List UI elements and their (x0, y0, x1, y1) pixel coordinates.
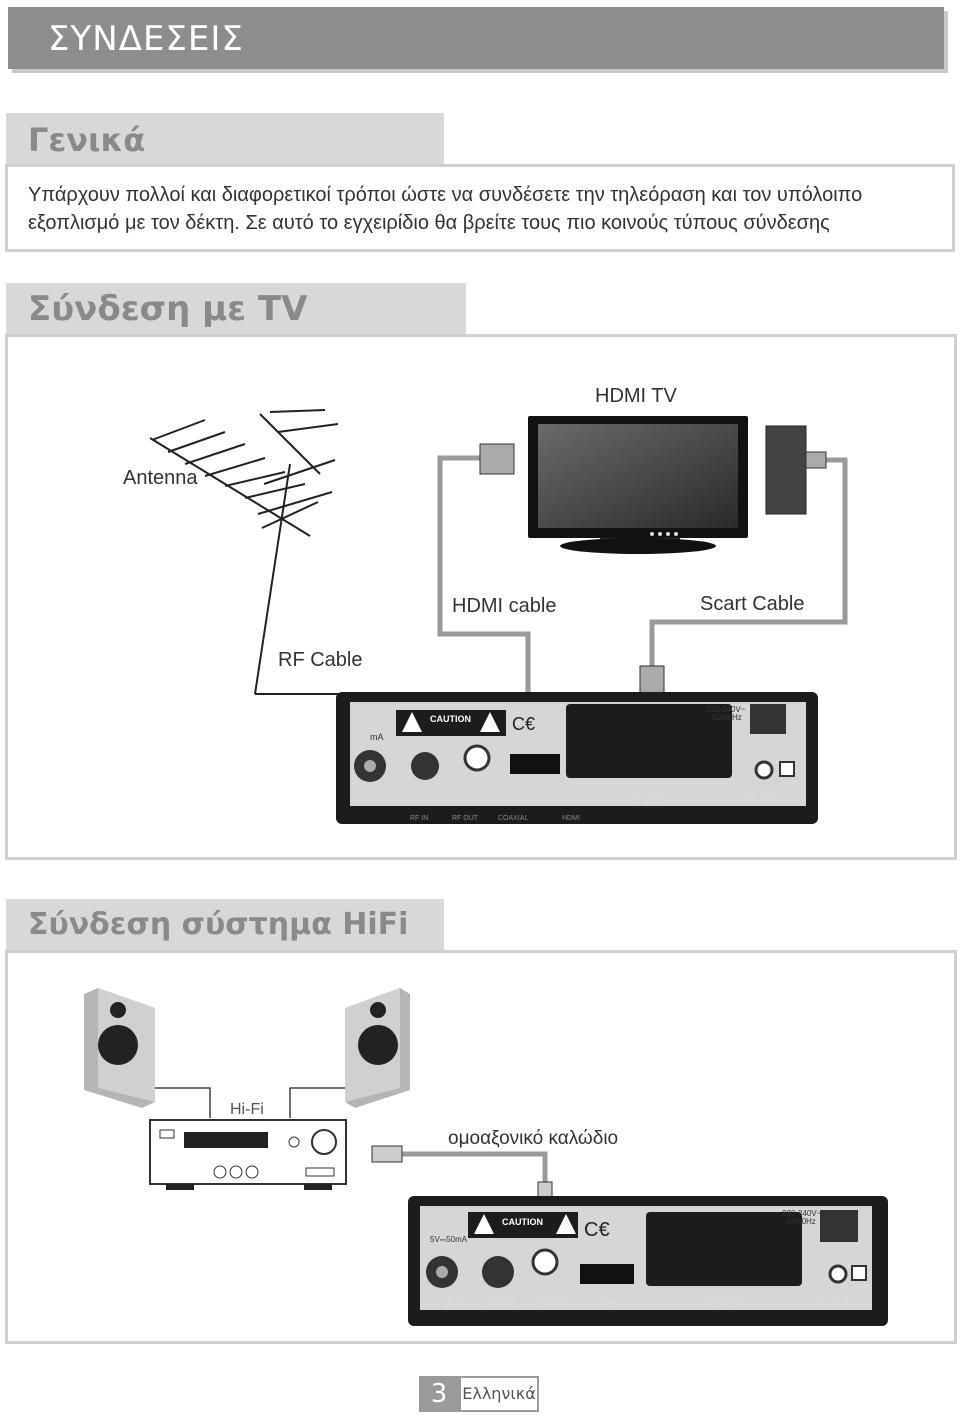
receiver-back-panel: CAUTION C€ 220-240V~ 50/60Hz mA TV SCART… (336, 692, 818, 824)
scart-cable-label: Scart Cable (700, 593, 805, 615)
coax-plug-hifi-icon (371, 1145, 403, 1163)
hifi-supply-label: 5V⎓50mA (430, 1235, 468, 1244)
general-section-header: Γενικά (6, 113, 444, 165)
hdmi-port (510, 754, 560, 774)
hdmi-plug-tv-icon (479, 443, 515, 475)
general-text-line-1: Υπάρχουν πολλοί και διαφορετικοί τρόποι … (28, 184, 863, 206)
rl-out-port (754, 760, 774, 780)
language-label: Ελληνικά (459, 1376, 539, 1412)
left-speaker-wire (155, 1087, 211, 1118)
rf-out-port (411, 752, 439, 780)
right-speaker-wire (289, 1087, 345, 1118)
tv-ma-label: mA (370, 732, 384, 742)
tv-caution-label: CAUTION (430, 714, 471, 724)
tv-scart-label: TV SCART (630, 797, 670, 806)
coax-cable-label: ομοαξονικό καλώδιο (448, 1128, 618, 1149)
hifi-connection-diagram: Hi-Fi ομοαξονικό καλώδιο CAUTION C€ 220-… (84, 988, 888, 1326)
svg-text:C€: C€ (584, 1219, 610, 1241)
hifi-label: Hi-Fi (230, 1101, 264, 1118)
hdmi-cable-label: HDMI cable (452, 595, 556, 617)
antenna-label: Antenna (123, 467, 198, 489)
hdmi-cable (437, 455, 531, 729)
power-socket (750, 704, 786, 734)
hifi-tv-scart-label: TV SCART (704, 1300, 744, 1309)
hifi-coaxial-port (531, 1248, 559, 1276)
tv-connection-diagram: HDMI TV Antenna HDMI cable Scart Cable R… (123, 385, 848, 824)
antenna-icon (149, 409, 339, 695)
coaxial-port (463, 744, 491, 772)
left-speaker-icon (84, 988, 155, 1108)
right-speaker-icon (345, 988, 410, 1108)
hifi-power-label: 220-240V~ (782, 1209, 822, 1218)
tv-freq-label: 50/60Hz (712, 713, 742, 722)
scart-plug-box-icon (639, 665, 665, 697)
hifi-scart-port (646, 1212, 802, 1286)
hifi-rl-out-port (828, 1264, 848, 1284)
tv-rl-out-label: R/L OUT (745, 795, 776, 804)
tv-coaxial-label: COAXIAL (498, 815, 528, 822)
tv-power-label: 220-240V~ (706, 705, 746, 714)
hifi-hdmi-label: HDMI (598, 1300, 618, 1309)
general-text-box: Υπάρχουν πολλοί και διαφορετικοί τρόποι … (5, 164, 955, 252)
scart-cable (649, 457, 848, 674)
tv-rf-out-label: RF OUT (452, 815, 479, 822)
page-title: ΣΥΝΔΕΣΕΙΣ (48, 19, 244, 59)
general-text-line-2: εξοπλισμό με τον δέκτη. Σε αυτό το εγχει… (28, 212, 830, 234)
hdmi-tv-label: HDMI TV (595, 385, 678, 407)
page-title-bar: ΣΥΝΔΕΣΕΙΣ (8, 7, 944, 69)
hifi-amplifier-icon (149, 1119, 347, 1190)
hifi-coaxial-label: COAXIAL (533, 1300, 568, 1309)
rf-cable-label: RF Cable (278, 649, 362, 671)
scart-port (566, 704, 732, 778)
scart-plug-tv-icon (765, 425, 807, 515)
hifi-rl-out-label: R/L OUT (818, 1300, 849, 1309)
svg-text:C€: C€ (512, 714, 535, 734)
hifi-caution-label: CAUTION (502, 1217, 543, 1227)
hifi-power-socket (820, 1210, 858, 1242)
page-number: 3 (419, 1376, 459, 1412)
general-heading: Γενικά (28, 121, 146, 159)
tv-section-header: Σύνδεση με TV (6, 283, 466, 335)
hifi-receiver-back-panel: CAUTION C€ 220-240V~ 50/60Hz 5V⎓50mA RF … (408, 1196, 888, 1326)
tv-icon (528, 416, 748, 554)
tv-heading: Σύνδεση με TV (28, 289, 308, 329)
hifi-rf-out-port (482, 1256, 514, 1288)
hifi-rf-out-label: RF OUT (485, 1300, 515, 1309)
hifi-heading: Σύνδεση σύστημα HiFi (28, 907, 409, 942)
tv-rf-in-label: RF IN (410, 815, 428, 822)
hifi-rf-in-label: RF IN (444, 1300, 465, 1309)
tv-hdmi-label: HDMI (562, 815, 580, 822)
hifi-hdmi-port (580, 1264, 634, 1284)
hifi-freq-label: 50/60Hz (786, 1217, 816, 1226)
hifi-section-header: Σύνδεση σύστημα HiFi (6, 899, 444, 951)
